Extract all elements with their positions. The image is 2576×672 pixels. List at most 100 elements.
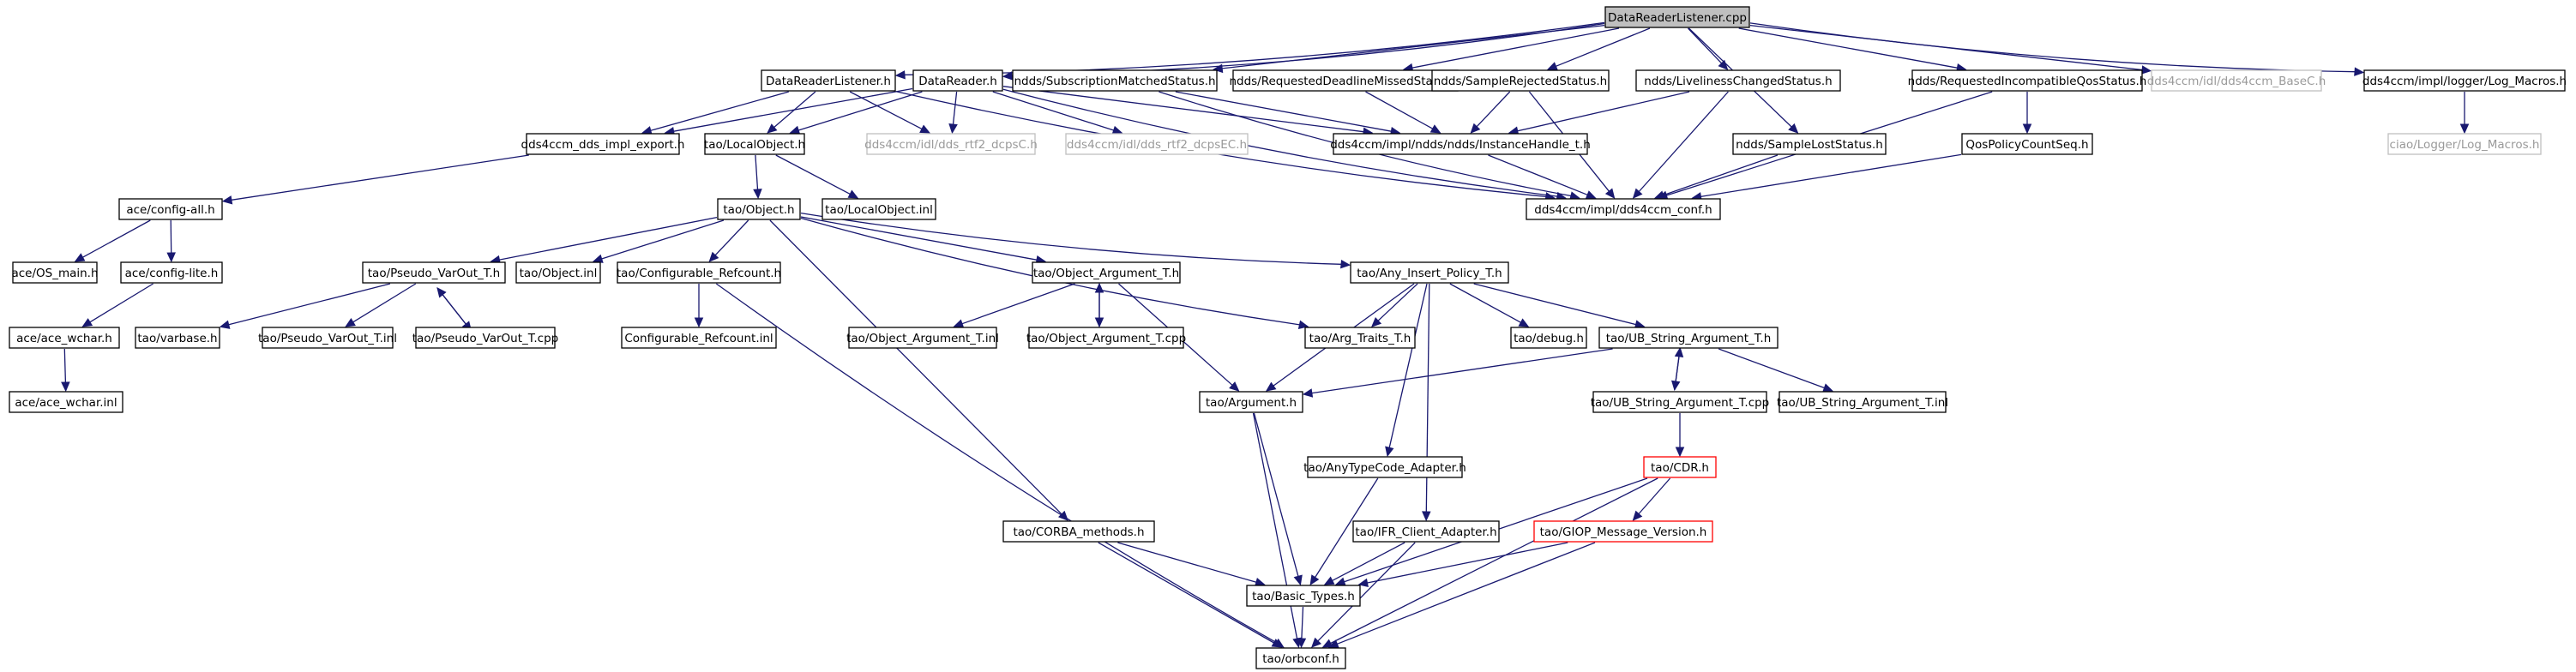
node-box <box>1431 69 1610 92</box>
node-configurable-refcount-inl[interactable]: Configurable_Refcount.inl <box>621 327 777 349</box>
edge-root-to-drl_h <box>894 21 1605 80</box>
arrowhead <box>1334 577 1346 586</box>
edge-line <box>715 283 1277 644</box>
node-tao-basic-types-h[interactable]: tao/Basic_Types.h <box>1246 585 1361 607</box>
edge-ubcpp-to-ubh <box>1674 346 1684 390</box>
arrowhead <box>708 251 719 262</box>
node-ace-ace-wchar-inl[interactable]: ace/ace_wchar.inl <box>9 391 123 413</box>
node-dds4ccm-impl-dds4ccm-conf-h[interactable]: dds4ccm/impl/dds4ccm_conf.h <box>1526 198 1721 220</box>
node-tao-pseudo-varout-t-inl[interactable]: tao/Pseudo_VarOut_T.inl <box>258 327 397 349</box>
edge-line <box>1700 153 1962 198</box>
node-label: tao/Basic_Types.h <box>1252 590 1355 603</box>
node-ndds-requestedincompatibleqosstatus-h[interactable]: ndds/RequestedIncompatibleQosStatus.h <box>1908 69 2147 92</box>
arrowhead <box>1323 576 1335 585</box>
arrowhead <box>1371 316 1382 327</box>
edge-line <box>1330 477 1658 645</box>
edge-btypes-to-orbconf <box>1297 606 1307 649</box>
node-tao-any-insert-policy-t-h[interactable]: tao/Any_Insert_Policy_T.h <box>1350 261 1509 284</box>
edge-giop-to-orbconf <box>1327 542 1596 649</box>
node-ciao-logger-log-macros-h[interactable]: ciao/Logger/Log_Macros.h <box>2387 133 2542 155</box>
arrowhead <box>1297 320 1309 329</box>
edge-line <box>1365 91 1434 129</box>
edge-line <box>1332 542 1405 581</box>
node-datareaderlistener-h[interactable]: DataReaderListener.h <box>761 69 896 92</box>
node-ndds-livelinesschangedstatus-h[interactable]: ndds/LivelinessChangedStatus.h <box>1635 69 1841 92</box>
node-tao-ub-string-argument-t-cpp[interactable]: tao/UB_String_Argument_T.cpp <box>1591 391 1770 413</box>
node-tao-ifr-client-adapter-h[interactable]: tao/IFR_Client_Adapter.h <box>1352 520 1500 543</box>
edge-lcs-to-insth <box>1508 91 1690 135</box>
node-dds4ccm-idl-dds-rtf2-dcpsc-h[interactable]: dds4ccm/idl/dds_rtf2_dcpsC.h <box>864 133 1038 155</box>
edge-line <box>1311 348 1613 394</box>
node-label: tao/Pseudo_VarOut_T.inl <box>258 332 397 345</box>
edge-qpcs-to-conf <box>1691 153 1962 201</box>
edge-line <box>82 219 151 258</box>
node-tao-orbconf-h[interactable]: tao/orbconf.h <box>1255 647 1346 669</box>
node-tao-localobject-h[interactable]: tao/LocalObject.h <box>704 133 805 155</box>
node-label: tao/Any_Insert_Policy_T.h <box>1357 267 1502 280</box>
node-tao-pseudo-varout-t-cpp[interactable]: tao/Pseudo_VarOut_T.cpp <box>412 327 558 349</box>
node-tao-object-inl[interactable]: tao/Object.inl <box>515 261 601 284</box>
edge-line <box>1367 542 1568 584</box>
edge-aiph-to-ubh <box>1473 283 1646 329</box>
node-dds4ccm-impl-ndds-ndds-instancehandle-t-h[interactable]: dds4ccm/impl/ndds/ndds/InstanceHandle_t.… <box>1330 133 1591 155</box>
edge-objh-to-cref <box>708 219 749 262</box>
arrowhead <box>219 320 231 329</box>
node-datareader-h[interactable]: DataReader.h <box>912 69 1003 92</box>
arrowhead <box>1632 510 1643 521</box>
node-tao-ub-string-argument-t-h[interactable]: tao/UB_String_Argument_T.h <box>1598 327 1779 349</box>
edge-line <box>650 91 789 131</box>
node-tao-giop-message-version-h[interactable]: tao/GIOP_Message_Version.h <box>1533 520 1713 543</box>
node-tao-object-argument-t-inl[interactable]: tao/Object_Argument_T.inl <box>846 327 999 349</box>
node-dds4ccm-impl-logger-log-macros-h[interactable]: dds4ccm/impl/logger/Log_Macros.h <box>2362 69 2567 92</box>
edge-line <box>769 219 1062 515</box>
node-tao-corba-methods-h[interactable]: tao/CORBA_methods.h <box>1002 520 1155 543</box>
arrowhead <box>345 317 356 327</box>
node-dds4ccm-dds-impl-export-h[interactable]: dds4ccm_dds_impl_export.h <box>521 133 685 155</box>
node-box <box>9 391 123 413</box>
edge-line <box>231 154 529 201</box>
node-box <box>362 261 506 284</box>
node-tao-pseudo-varout-t-h[interactable]: tao/Pseudo_VarOut_T.h <box>362 261 506 284</box>
node-tao-configurable-refcount-h[interactable]: tao/Configurable_Refcount.h <box>617 261 781 284</box>
node-tao-anytypecode-adapter-h[interactable]: tao/AnyTypeCode_Adapter.h <box>1303 456 1466 478</box>
node-tao-object-argument-t-cpp[interactable]: tao/Object_Argument_T.cpp <box>1026 327 1186 349</box>
edge-line <box>1011 22 1605 77</box>
node-qospolicycountseq-h[interactable]: QosPolicyCountSeq.h <box>1961 133 2093 155</box>
node-ace-os-main-h[interactable]: ace/OS_main.h <box>11 261 99 284</box>
node-dds4ccm-idl-dds4ccm-basec-h[interactable]: dds4ccm/idl/dds4ccm_BaseC.h <box>2147 69 2326 92</box>
arrowhead <box>1822 383 1833 393</box>
arrowhead <box>1674 346 1684 357</box>
node-ndds-subscriptionmatchedstatus-h[interactable]: ndds/SubscriptionMatchedStatus.h <box>1012 69 1218 92</box>
node-tao-cdr-h[interactable]: tao/CDR.h <box>1643 456 1717 478</box>
node-box <box>1028 327 1184 349</box>
arrowhead <box>953 319 965 328</box>
node-ndds-samplerejectedstatus-h[interactable]: ndds/SampleRejectedStatus.h <box>1431 69 1610 92</box>
node-ndds-sampleloststatus-h[interactable]: ndds/SampleLostStatus.h <box>1732 133 1887 155</box>
node-ace-config-all-h[interactable]: ace/config-all.h <box>118 198 223 220</box>
node-tao-object-argument-t-h[interactable]: tao/Object_Argument_T.h <box>1032 261 1181 284</box>
node-datareaderlistener-cpp[interactable]: DataReaderListener.cpp <box>1604 6 1750 28</box>
node-ndds-requesteddeadlinemissedstatus-h[interactable]: ndds/RequestedDeadlineMissedStatus.h <box>1229 69 1462 92</box>
node-label: tao/orbconf.h <box>1262 652 1339 666</box>
node-tao-localobject-inl[interactable]: tao/LocalObject.inl <box>822 198 936 220</box>
edge-corm-to-btypes <box>1117 542 1266 587</box>
edge-line <box>1688 27 1723 64</box>
node-dds4ccm-idl-dds-rtf2-dcpsec-h[interactable]: dds4ccm/idl/dds_rtf2_dcpsEC.h <box>1065 133 1249 155</box>
node-tao-debug-h[interactable]: tao/debug.h <box>1510 327 1587 349</box>
node-ace-ace-wchar-h[interactable]: ace/ace_wchar.h <box>9 327 120 349</box>
edge-line <box>1663 154 1779 196</box>
edge-cfgall-to-osmain <box>74 219 151 262</box>
node-tao-arg-traits-t-h[interactable]: tao/Arg_Traits_T.h <box>1304 327 1416 349</box>
edge-line <box>1002 86 1364 133</box>
node-tao-object-h[interactable]: tao/Object.h <box>717 198 801 220</box>
edge-line <box>601 219 725 260</box>
arrowhead <box>1212 63 1224 74</box>
edge-line <box>1638 477 1671 514</box>
node-tao-ub-string-argument-t-inl[interactable]: tao/UB_String_Argument_T.inl <box>1777 391 1948 413</box>
arrowhead <box>592 254 604 263</box>
node-box <box>1350 261 1509 284</box>
node-ace-config-lite-h[interactable]: ace/config-lite.h <box>120 261 223 284</box>
node-tao-argument-h[interactable]: tao/Argument.h <box>1199 391 1303 413</box>
node-tao-varbase-h[interactable]: tao/varbase.h <box>135 327 220 349</box>
